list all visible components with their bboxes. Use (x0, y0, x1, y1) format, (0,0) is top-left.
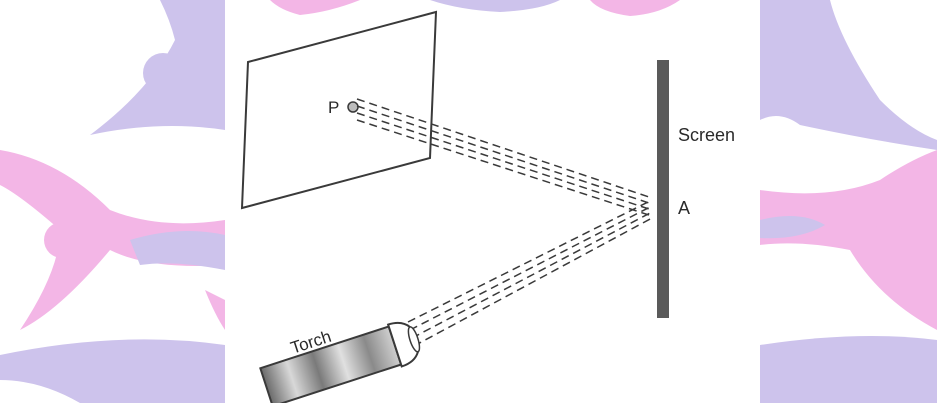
incident-beam (407, 199, 653, 347)
incident-ray-2 (409, 205, 653, 331)
screen-bar (657, 60, 669, 318)
watermark-right-pink-figure (760, 150, 937, 330)
mirror-plane (240, 10, 438, 210)
watermark-left-pink-figure (0, 150, 225, 330)
watermark-top-pink-left (270, 0, 360, 15)
watermark-left-purple-figure (90, 0, 225, 135)
watermark-left-bottom-purple (0, 339, 225, 403)
incident-ray-4 (413, 217, 653, 347)
torch-lens (407, 326, 421, 353)
watermark-right-pink-head (870, 222, 906, 258)
watermark-left-purple-head (143, 53, 183, 93)
watermark-right-purple-head (770, 52, 810, 92)
screen-label: Screen (678, 125, 735, 145)
point-a-label: A (678, 198, 690, 218)
point-p-spot (347, 101, 359, 113)
torch (259, 321, 421, 403)
incident-ray-3 (411, 211, 653, 339)
watermark-right-bottom-purple (760, 336, 937, 403)
watermark-left-purple-swoosh (130, 231, 225, 270)
watermark-top-pink-right (590, 0, 680, 16)
point-p-label: P (328, 98, 339, 117)
watermark-left-bottom-pink (205, 290, 225, 330)
incident-ray-1 (407, 199, 653, 323)
watermark-right-purple-swoosh (760, 216, 825, 239)
reflected-ray-4 (356, 119, 653, 217)
watermark-left-pink-head (44, 222, 80, 258)
watermark-top-purple (430, 0, 560, 12)
watermark-right-purple-figure (760, 0, 937, 150)
